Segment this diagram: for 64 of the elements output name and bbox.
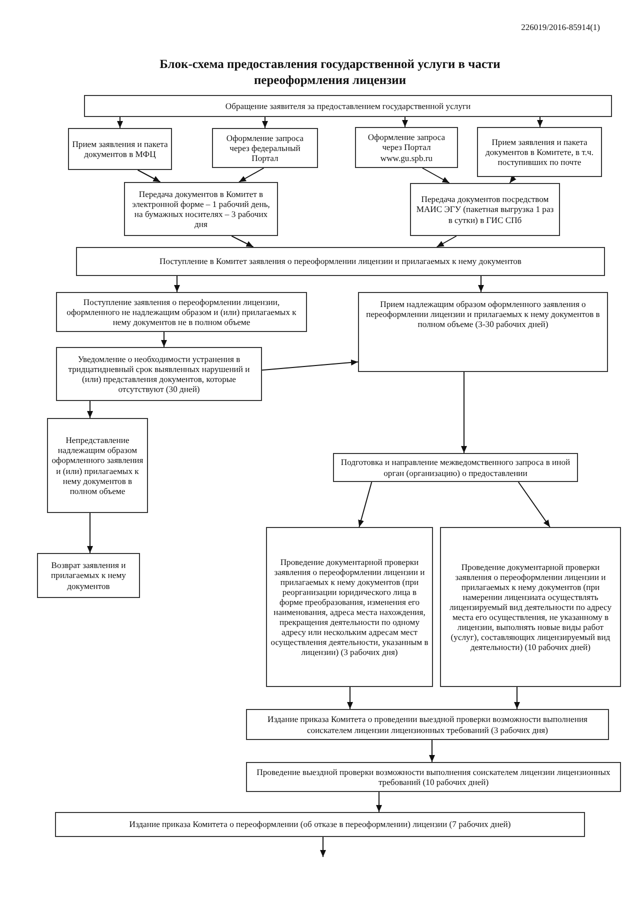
arrow <box>509 176 516 184</box>
process-box <box>410 183 560 236</box>
arrow <box>231 236 254 248</box>
box-text: Уведомление о необходимости устранения в тридцатидневный срок выявленных нарушений и (или) представления документов, которые отсутствуют (30 дней) <box>67 354 251 394</box>
document-number: 226019/2016-85914(1) <box>521 22 600 32</box>
box-text: Издание приказа Комитета о проведении выездной проверки возможности выполнения соискателем лицензии лицензионных требований (3 рабочих дня) <box>266 714 588 735</box>
arrow <box>262 116 268 128</box>
box-text: Поступление заявления о переоформлении лицензии, оформленного не надлежащим образом и (или) прилагаемых к нему документов не в полном объеме <box>66 296 298 328</box>
process-box <box>84 95 612 117</box>
process-box <box>76 247 605 276</box>
arrow <box>429 740 435 762</box>
box-text: Подготовка и направление межведомственного запроса в иной орган (организацию) о предоставлении <box>340 457 572 478</box>
process-box <box>333 453 578 482</box>
arrow <box>262 360 358 371</box>
arrow <box>402 116 408 128</box>
arrow <box>161 332 167 348</box>
arrow <box>117 116 123 128</box>
box-text: Проведение выездной проверки возможности выполнения соискателем лицензии лицензионных требований (10 рабочих дней) <box>256 766 612 788</box>
box-text: Обращение заявителя за предоставлением государственной услуги <box>225 100 471 112</box>
arrow <box>461 372 467 454</box>
arrow <box>478 276 484 292</box>
box-text: Оформление запроса через федеральный Портал <box>225 132 305 164</box>
process-box <box>124 182 278 236</box>
process-box <box>440 527 621 687</box>
process-box <box>37 553 140 598</box>
box-text: Непредставление надлежащим образом оформленного заявления и (или) прилагаемых к нему документов в полном объеме <box>51 435 144 496</box>
box-text: Проведение документарной проверки заявления о переоформлении лицензии и прилагаемых к нему документов (при реорганизации юридического лица в форме преобразования, изменения его наименования, адреса места нахождения, прекращения деятельности по одному адресу или нескольким адресам мест осуществления деятельности, указанным в лицензии) (3 рабочих дня) <box>270 556 429 658</box>
process-box <box>246 709 609 740</box>
box-text: Передача документов посредством МАИС ЭГУ (пакетная выгрузка 1 раз в сутки) в ГИС СПб <box>415 194 555 225</box>
arrow <box>422 168 450 184</box>
arrow <box>537 116 543 128</box>
arrow <box>347 686 353 710</box>
box-text: Оформление запроса через Портал www.gu.spb.ru <box>366 132 446 163</box>
process-box <box>68 128 172 170</box>
process-box <box>266 527 433 687</box>
process-box <box>212 128 318 168</box>
box-text: Прием надлежащим образом оформленного заявления о переоформлении лицензии и прилагаемых к нему документов в полном объеме (3-30 рабочих дней) <box>365 299 601 330</box>
diagram-title: Блок-схема предоставления государственной услуги в части переоформления лицензии <box>158 57 502 88</box>
box-text: Передача документов в Комитет в электронной форме – 1 рабочий день, на бумажных носителях – 3 рабочих дня <box>131 188 271 230</box>
arrow <box>514 686 520 710</box>
box-text: Прием заявления и пакета документов в Комитете, в т.ч. поступивших по почте <box>484 136 594 168</box>
box-text: Поступление в Комитет заявления о переоформлении лицензии и прилагаемых к нему документов <box>160 256 522 267</box>
process-box <box>477 127 602 177</box>
arrow <box>238 168 264 182</box>
arrow <box>174 276 180 292</box>
box-text: Прием заявления и пакета документов в МФЦ <box>72 138 168 160</box>
box-text: Возврат заявления и прилагаемых к нему документов <box>50 560 127 591</box>
arrow <box>87 512 93 554</box>
arrow <box>436 236 457 248</box>
process-box <box>358 292 608 372</box>
process-box <box>47 418 148 513</box>
box-text: Проведение документарной проверки заявления о переоформлении лицензии и прилагаемых к нему документов (при намерении лицензиата осуществлять лицензируемый вид деятельности по адресу места его осуществления, не указанному в лицензии, выполнять новые виды работ (услуг), составляющих лицензируемый вид деятельности) (10 рабочих дней) <box>448 562 613 652</box>
arrow <box>87 400 93 418</box>
arrow <box>518 482 550 528</box>
process-box <box>55 812 585 837</box>
process-box <box>56 292 307 332</box>
process-box <box>355 127 458 168</box>
arrow <box>320 836 326 858</box>
arrow <box>137 170 161 182</box>
box-text: Издание приказа Комитета о переоформлении (об отказе в переоформлении) лицензии (7 рабочих дней) <box>129 819 511 830</box>
process-box <box>56 347 262 401</box>
process-box <box>246 762 621 792</box>
arrow <box>376 792 382 812</box>
arrow <box>358 482 372 528</box>
